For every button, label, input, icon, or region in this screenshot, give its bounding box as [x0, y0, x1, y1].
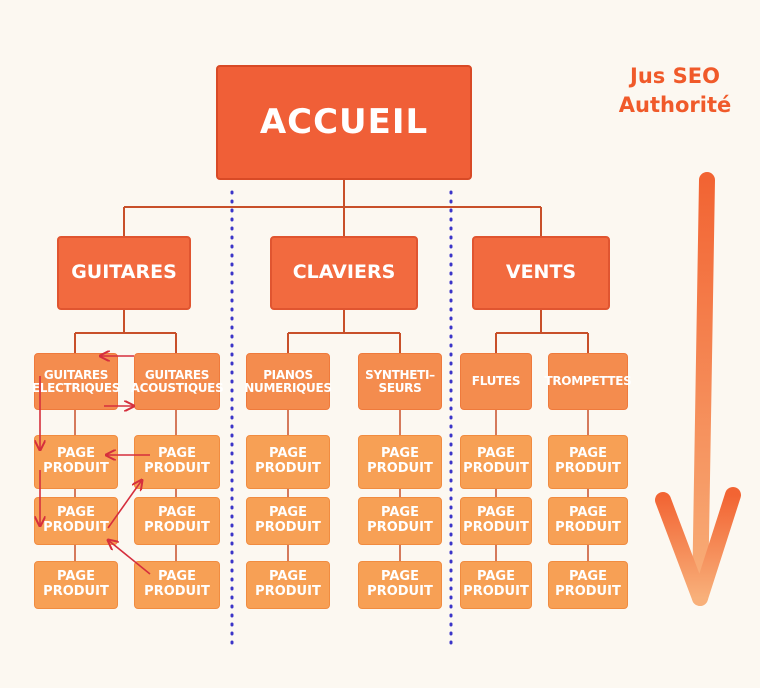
subcategory-node-synthetiseurs: SYNTHETI–SEURS — [358, 353, 442, 410]
subcategory-label-line1: GUITARES — [43, 367, 109, 382]
category-node-guitares: GUITARES — [57, 236, 191, 310]
product-page-label-line1: PAGE — [381, 505, 419, 521]
product-page-label-line2: PRODUIT — [463, 584, 529, 599]
subcategory-label-line1: GUITARES — [144, 367, 210, 382]
product-page-label-line2: PRODUIT — [255, 520, 321, 535]
product-page-label-line2: PRODUIT — [463, 461, 529, 476]
product-page-label-line1: PAGE — [569, 569, 607, 585]
product-page-label-line1: PAGE — [57, 505, 95, 521]
product-page-label-line2: PRODUIT — [43, 520, 109, 535]
root-node-accueil: ACCUEIL — [216, 65, 472, 180]
product-page-label-line2: PRODUIT — [144, 520, 210, 535]
product-page-label-line2: PRODUIT — [367, 584, 433, 599]
product-page-label-line2: PRODUIT — [43, 461, 109, 476]
product-page-label-line1: PAGE — [269, 505, 307, 521]
category-node-vents: VENTS — [472, 236, 610, 310]
subcategory-label-line2: ELECTRIQUES — [31, 380, 121, 395]
category-label: GUITARES — [71, 261, 177, 284]
product-page-label-line2: PRODUIT — [367, 461, 433, 476]
product-page-label-line1: PAGE — [269, 446, 307, 462]
subcategory-label-line1: SYNTHETI– — [365, 367, 435, 382]
root-label: ACCUEIL — [259, 101, 429, 142]
product-page-label-line2: PRODUIT — [255, 584, 321, 599]
subcategory-label-line2: SEURS — [378, 380, 422, 395]
product-page-label-line1: PAGE — [569, 446, 607, 462]
product-page-label-line1: PAGE — [57, 569, 95, 585]
product-page-label-line1: PAGE — [57, 446, 95, 462]
category-node-claviers: CLAVIERS — [270, 236, 418, 310]
subcategory-node-flutes: FLUTES — [460, 353, 532, 410]
product-page-label-line1: PAGE — [569, 505, 607, 521]
product-page-label-line2: PRODUIT — [367, 520, 433, 535]
internal-link-arrow — [107, 480, 142, 529]
category-label: CLAVIERS — [292, 261, 396, 284]
product-page-label-line2: PRODUIT — [255, 461, 321, 476]
legend-line1: Jus SEO — [630, 64, 720, 88]
product-page-label-line1: PAGE — [477, 505, 515, 521]
product-page-label-line1: PAGE — [158, 505, 196, 521]
product-page-label-line2: PRODUIT — [555, 584, 621, 599]
product-page-label-line2: PRODUIT — [144, 461, 210, 476]
category-label: VENTS — [505, 261, 577, 284]
subcategory-label-line1: TROMPETTES — [544, 374, 632, 389]
product-page-label-line1: PAGE — [381, 446, 419, 462]
product-page-label-line2: PRODUIT — [555, 461, 621, 476]
product-page-label-line1: PAGE — [381, 569, 419, 585]
internal-link-arrow — [108, 540, 151, 575]
legend-line2: Authorité — [618, 93, 732, 118]
subcategory-label-line1: PIANOS — [263, 367, 313, 382]
authority-flow-arrow — [655, 172, 741, 606]
subcategory-label-line2: ACOUSTIQUES — [130, 380, 224, 395]
product-page-label-line1: PAGE — [158, 569, 196, 585]
product-page-label-line1: PAGE — [158, 446, 196, 462]
product-page-label-line2: PRODUIT — [43, 584, 109, 599]
product-page-label-line1: PAGE — [477, 569, 515, 585]
legend-seo-juice: Jus SEO Authorité — [600, 62, 750, 121]
product-page-label-line1: PAGE — [477, 446, 515, 462]
subcategory-node-trompettes: TROMPETTES — [544, 353, 632, 410]
subcategory-label-line1: FLUTES — [471, 374, 521, 389]
subcategory-label-line2: NUMERIQUES — [244, 380, 332, 395]
product-page-label-line2: PRODUIT — [144, 584, 210, 599]
product-page-label-line2: PRODUIT — [555, 520, 621, 535]
product-page-label-line1: PAGE — [269, 569, 307, 585]
product-page-label-line2: PRODUIT — [463, 520, 529, 535]
